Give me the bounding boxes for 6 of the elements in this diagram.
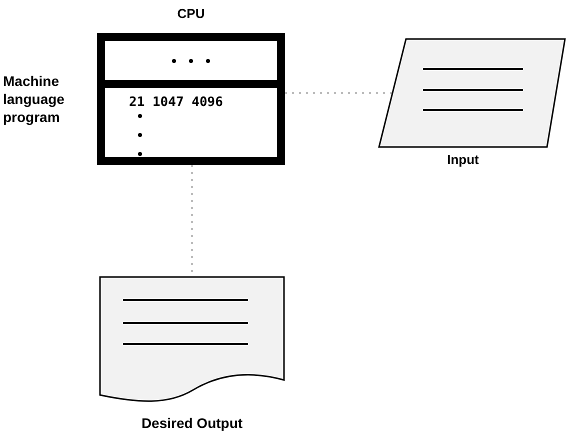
dotted-connector [284, 92, 392, 94]
node-label: Input [446, 151, 480, 169]
node-label: CPU [176, 5, 206, 23]
side-label: Machine language program [3, 72, 66, 126]
node-label: Desired Output [140, 414, 244, 433]
instruction-code: 21 1047 4096 [129, 96, 223, 109]
